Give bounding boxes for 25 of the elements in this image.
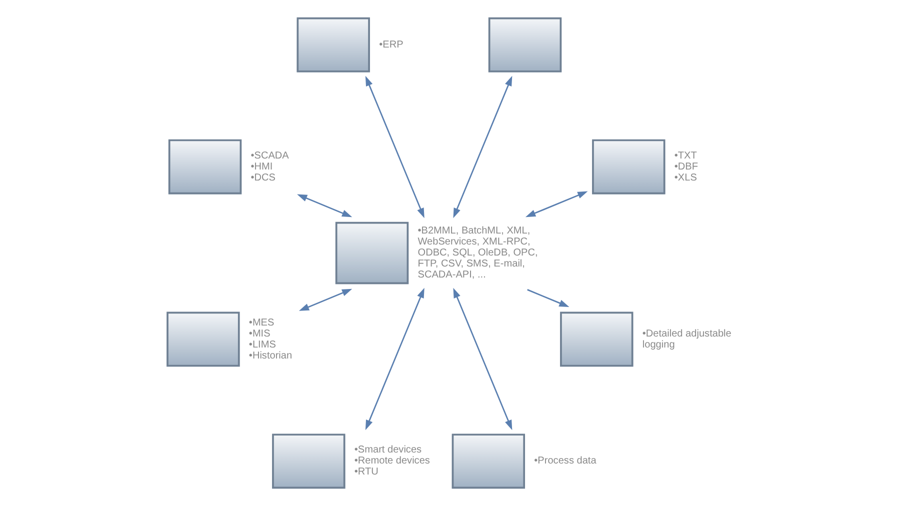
arrow bbox=[365, 288, 424, 430]
node-label: •Remote devices bbox=[354, 456, 430, 467]
arrow bbox=[365, 76, 424, 218]
arrow bbox=[527, 289, 570, 308]
node-label: •B2MML, BatchML, XML, WebServices, XML-RPC, ODBC, SQL, OleDB, OPC, FTP, CSV, SMS, E-mail, SCADA-API, ... bbox=[418, 226, 538, 281]
arrow bbox=[298, 288, 352, 311]
node-label: •TXT bbox=[674, 150, 697, 162]
node-label: •DCS bbox=[250, 172, 276, 184]
arrow bbox=[453, 76, 512, 218]
node-label: •Smart devices bbox=[354, 444, 422, 456]
arrow bbox=[525, 191, 588, 218]
node-label: •MES bbox=[248, 317, 274, 328]
node-label: •Historian bbox=[248, 350, 292, 362]
node-label: •Detailed adjustable logging bbox=[642, 328, 732, 350]
arrow bbox=[297, 194, 352, 218]
node-label: •DBF bbox=[674, 161, 698, 172]
node-label: •Process data bbox=[534, 456, 596, 467]
node-label: •LIMS bbox=[248, 339, 276, 350]
node-label: •RTU bbox=[354, 466, 378, 478]
node-label: •HMI bbox=[250, 161, 273, 172]
node-label: •XLS bbox=[674, 172, 697, 184]
node-label: •SCADA bbox=[250, 150, 289, 162]
arrow bbox=[453, 288, 512, 430]
node-label: •MIS bbox=[248, 328, 270, 340]
node-label: •ERP bbox=[379, 39, 404, 50]
